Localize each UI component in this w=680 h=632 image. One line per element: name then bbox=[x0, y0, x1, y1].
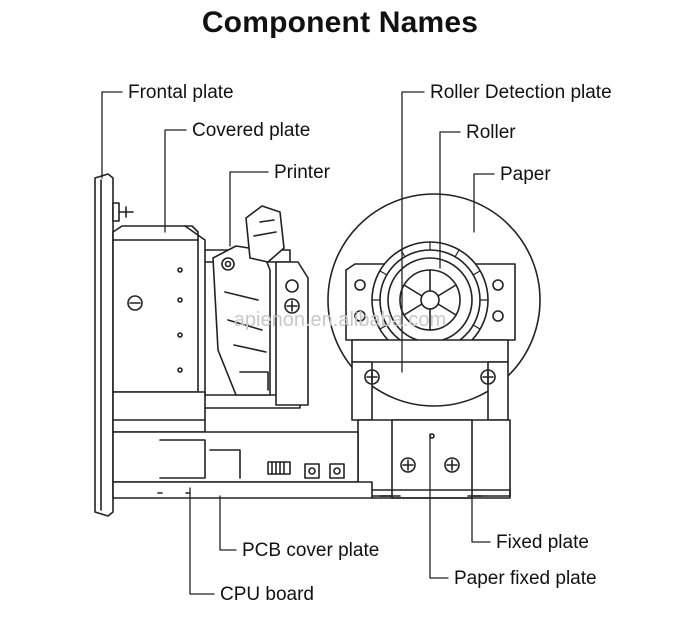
label-frontal-plate: Frontal plate bbox=[128, 82, 234, 103]
diagram-title: Component Names bbox=[201, 6, 479, 39]
cpu-board-shape bbox=[112, 481, 511, 499]
label-roller-detection-plate: Roller Detection plate bbox=[430, 82, 612, 103]
paper-fixed-plate-shape bbox=[391, 419, 473, 499]
frontal-plate-shape bbox=[94, 173, 134, 517]
label-pcb-cover-plate: PCB cover plate bbox=[242, 540, 380, 561]
pcb-cover-plate-shape bbox=[112, 431, 359, 483]
covered-plate-shape bbox=[112, 225, 206, 433]
label-printer: Printer bbox=[274, 162, 330, 183]
label-cpu-board: CPU board bbox=[220, 584, 314, 605]
label-covered-plate: Covered plate bbox=[192, 120, 311, 141]
printer-shape bbox=[204, 205, 309, 409]
label-paper-fixed-plate: Paper fixed plate bbox=[454, 568, 597, 589]
watermark-text: apienon.en.alibaba.com bbox=[234, 309, 446, 331]
label-roller: Roller bbox=[466, 122, 516, 143]
label-paper: Paper bbox=[500, 164, 551, 185]
label-fixed-plate: Fixed plate bbox=[496, 532, 589, 553]
